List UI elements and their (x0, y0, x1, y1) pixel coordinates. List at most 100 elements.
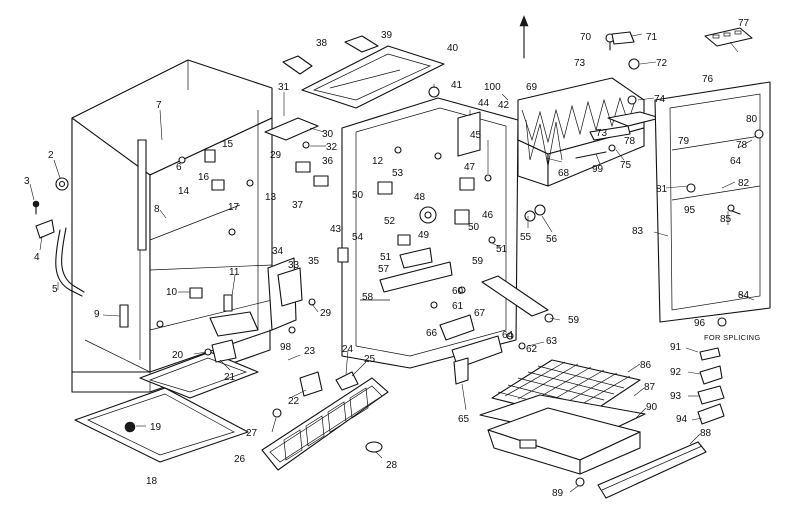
callout-20: 20 (172, 350, 184, 361)
callout-83: 83 (632, 226, 644, 237)
callout-63: 63 (546, 336, 558, 347)
callout-32: 32 (326, 142, 338, 153)
callout-13: 13 (265, 192, 277, 203)
callout-45: 45 (470, 130, 482, 141)
callout-43: 43 (330, 224, 342, 235)
callout-2: 2 (48, 150, 54, 161)
callout-38: 38 (316, 38, 328, 49)
callout-96: 96 (694, 318, 706, 329)
grille (261, 371, 389, 471)
callout-87: 87 (644, 382, 656, 393)
callout-28: 28 (386, 460, 398, 471)
callout-59: 59 (472, 256, 484, 267)
callout-41: 41 (451, 80, 463, 91)
callout-5: 5 (52, 284, 58, 295)
callout-57: 57 (378, 264, 390, 275)
splicing-note: FOR SPLICING (704, 333, 761, 342)
shelves-crisper (479, 359, 707, 499)
door-gasket (654, 81, 771, 327)
callout-17: 17 (228, 202, 240, 213)
leader-lines (29, 33, 755, 493)
top-parts (264, 35, 445, 187)
callout-90: 90 (646, 402, 658, 413)
callout-6: 6 (176, 162, 182, 173)
callout-34: 34 (272, 246, 284, 257)
callout-65: 65 (458, 414, 470, 425)
callout-88: 88 (700, 428, 712, 439)
callout-16: 16 (198, 172, 210, 183)
callout-85: 85 (720, 214, 732, 225)
callout-51b: 51 (496, 244, 508, 255)
callout-76: 76 (702, 74, 714, 85)
callout-23: 23 (304, 346, 316, 357)
callout-40: 40 (447, 43, 459, 54)
callout-52: 52 (384, 216, 396, 227)
callout-78b: 78 (736, 140, 748, 151)
callout-35: 35 (308, 256, 320, 267)
callout-36: 36 (322, 156, 334, 167)
callout-18: 18 (146, 476, 158, 487)
callout-24: 24 (342, 344, 354, 355)
callout-89: 89 (552, 488, 564, 499)
shelf-rails (439, 204, 554, 385)
callout-81: 81 (656, 184, 668, 195)
callout-labels: 2 3 4 5 6 7 8 9 10 11 12 13 14 15 16 17 … (24, 18, 761, 499)
callout-62: 62 (526, 344, 538, 355)
callout-47: 47 (464, 162, 476, 173)
callout-80: 80 (746, 114, 758, 125)
callout-31: 31 (278, 82, 290, 93)
callout-72: 72 (656, 58, 668, 69)
callout-93: 93 (670, 391, 682, 402)
callout-29b: 29 (320, 308, 332, 319)
cabinet-shell (55, 59, 273, 463)
callout-60: 60 (452, 286, 464, 297)
callout-15: 15 (222, 139, 234, 150)
callout-68: 68 (558, 168, 570, 179)
callout-39: 39 (381, 30, 393, 41)
callout-26: 26 (234, 454, 246, 465)
callout-61: 61 (452, 301, 464, 312)
callout-66: 66 (426, 328, 438, 339)
callout-92: 92 (670, 367, 682, 378)
callout-12: 12 (372, 156, 384, 167)
callout-73b: 73 (596, 128, 608, 139)
callout-74: 74 (654, 94, 666, 105)
callout-54: 54 (352, 232, 364, 243)
callout-3: 3 (24, 176, 30, 187)
callout-29: 29 (270, 150, 282, 161)
callout-14: 14 (178, 186, 190, 197)
control-bracket (267, 257, 316, 334)
callout-86: 86 (640, 360, 652, 371)
callout-58: 58 (362, 292, 374, 303)
callout-4: 4 (34, 252, 40, 263)
callout-42: 42 (498, 100, 510, 111)
callout-64: 64 (502, 330, 514, 341)
callout-64b: 64 (730, 156, 742, 167)
callout-55: 55 (520, 232, 532, 243)
callout-70: 70 (580, 32, 592, 43)
left-hardware (32, 149, 259, 363)
callout-71: 71 (646, 32, 658, 43)
callout-99: 99 (592, 164, 604, 175)
callout-46: 46 (482, 210, 494, 221)
callout-21: 21 (224, 372, 236, 383)
callout-50b: 50 (468, 222, 480, 233)
bracket-kit (697, 347, 725, 425)
callout-67: 67 (474, 308, 486, 319)
callout-27: 27 (246, 428, 258, 439)
callout-44: 44 (478, 98, 490, 109)
callout-11: 11 (229, 267, 240, 278)
callout-56: 56 (546, 234, 558, 245)
callout-49: 49 (418, 230, 430, 241)
callout-22: 22 (288, 396, 300, 407)
callout-84: 84 (738, 290, 750, 301)
callout-82: 82 (738, 178, 750, 189)
callout-51: 51 (380, 252, 392, 263)
callout-78: 78 (624, 136, 636, 147)
callout-91: 91 (670, 342, 682, 353)
callout-94: 94 (676, 414, 688, 425)
callout-10: 10 (166, 287, 178, 298)
callout-7: 7 (156, 100, 162, 111)
callout-77: 77 (738, 18, 750, 29)
